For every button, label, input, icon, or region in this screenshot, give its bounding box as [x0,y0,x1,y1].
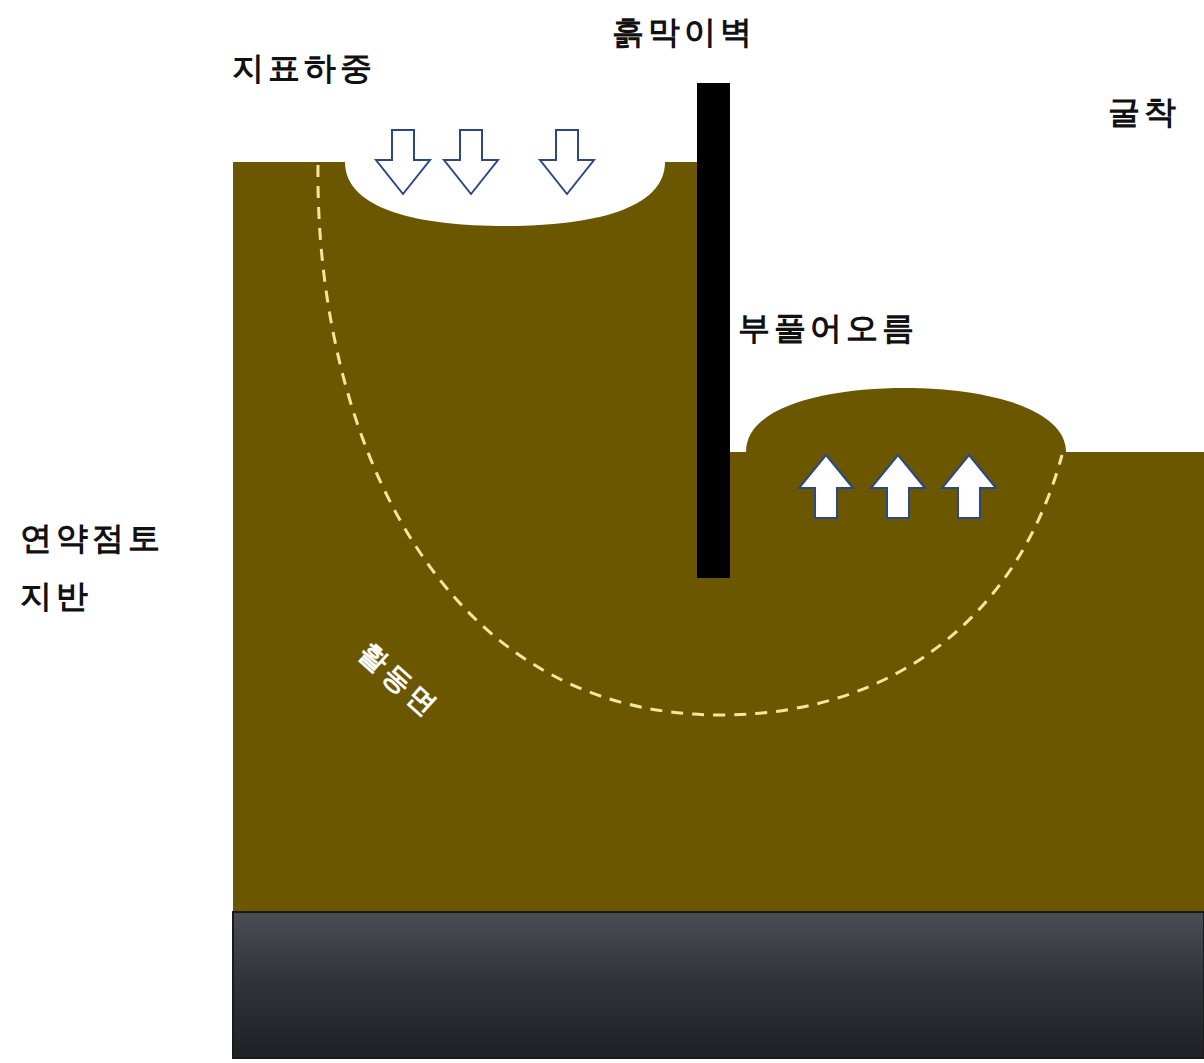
load-arrows [376,130,594,194]
slip-surface [318,165,1062,715]
load-label: 지표하중 [232,40,376,98]
heave-label: 부풀어오름 [738,300,918,358]
heave-arrows [799,455,996,518]
heave-bulge [746,388,1066,452]
retaining-wall [697,83,730,578]
ground-label: 연약점토 지반 [20,510,210,625]
bedrock [233,912,1204,1058]
excavation-label: 굴착 [1108,84,1180,142]
wall-label: 흙막이벽 [612,4,756,62]
